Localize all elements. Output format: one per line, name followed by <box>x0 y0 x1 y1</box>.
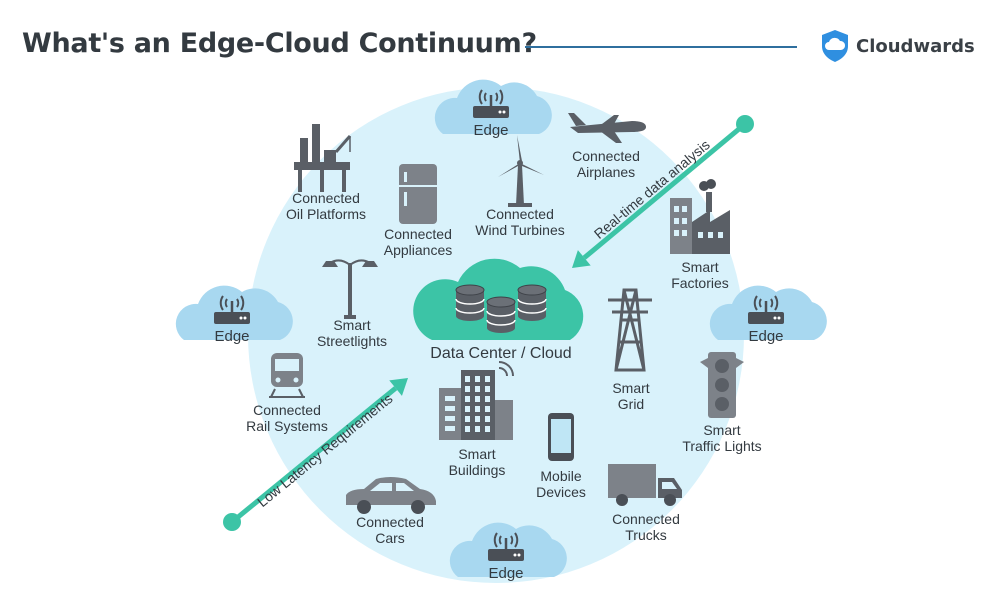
device-label-factories: Smart <box>681 259 718 275</box>
device-label-buildings: Buildings <box>449 462 506 478</box>
streetlight-icon <box>322 259 378 319</box>
car-icon <box>346 477 436 514</box>
brand-logo[interactable]: Cloudwards <box>820 28 975 64</box>
device-label-trucks: Trucks <box>625 527 666 543</box>
center-label: Data Center / Cloud <box>430 345 571 362</box>
device-label-grid: Grid <box>618 396 644 412</box>
traffic-light-icon <box>700 352 744 418</box>
device-label-appliances: Connected <box>384 226 452 242</box>
device-label-appliances: Appliances <box>384 242 453 258</box>
device-label-oil: Connected <box>292 190 360 206</box>
device-label-wind: Connected <box>486 206 554 222</box>
power-tower-icon <box>608 288 652 372</box>
edge-node-bottom: Edge <box>449 522 567 582</box>
shield-cloud-icon <box>822 30 848 62</box>
factory-icon <box>670 179 730 254</box>
truck-icon <box>608 464 682 506</box>
device-label-mobile: Devices <box>536 484 586 500</box>
device-label-traffic: Traffic Lights <box>682 438 761 454</box>
building-icon <box>439 361 514 440</box>
device-label-grid: Smart <box>612 380 649 396</box>
title-divider <box>525 46 797 48</box>
device-label-oil: Oil Platforms <box>286 206 366 222</box>
smartphone-icon <box>548 413 574 461</box>
edge-label-bottom: Edge <box>488 565 523 582</box>
airplane-icon <box>568 113 646 143</box>
edge-node-left: Edge <box>175 285 293 345</box>
oil-platform-icon <box>294 124 352 192</box>
device-label-streetlights: Streetlights <box>317 333 387 349</box>
device-label-cars: Cars <box>375 530 405 546</box>
device-label-rail: Rail Systems <box>246 418 328 434</box>
edge-label-right: Edge <box>748 328 783 345</box>
device-label-wind: Wind Turbines <box>475 222 564 238</box>
device-label-cars: Connected <box>356 514 424 530</box>
edge-label-top: Edge <box>473 122 508 139</box>
device-label-buildings: Smart <box>458 446 495 462</box>
arrow-latency <box>223 378 408 531</box>
device-label-streetlights: Smart <box>333 317 370 333</box>
edge-label-left: Edge <box>214 328 249 345</box>
refrigerator-icon <box>399 164 437 224</box>
arrow-realtime <box>572 115 754 268</box>
device-label-mobile: Mobile <box>540 468 581 484</box>
device-label-airplanes: Connected <box>572 148 640 164</box>
page-title: What's an Edge-Cloud Continuum? <box>22 28 537 59</box>
device-label-trucks: Connected <box>612 511 680 527</box>
device-label-factories: Factories <box>671 275 729 291</box>
data-center-cloud <box>413 258 584 340</box>
device-label-airplanes: Airplanes <box>577 164 635 180</box>
device-label-traffic: Smart <box>703 422 740 438</box>
brand-name: Cloudwards <box>856 35 975 57</box>
train-icon <box>269 353 305 398</box>
wind-turbine-icon <box>498 135 544 207</box>
device-label-rail: Connected <box>253 402 321 418</box>
edge-node-top: Edge <box>434 79 552 139</box>
edge-node-right: Edge <box>709 285 827 345</box>
